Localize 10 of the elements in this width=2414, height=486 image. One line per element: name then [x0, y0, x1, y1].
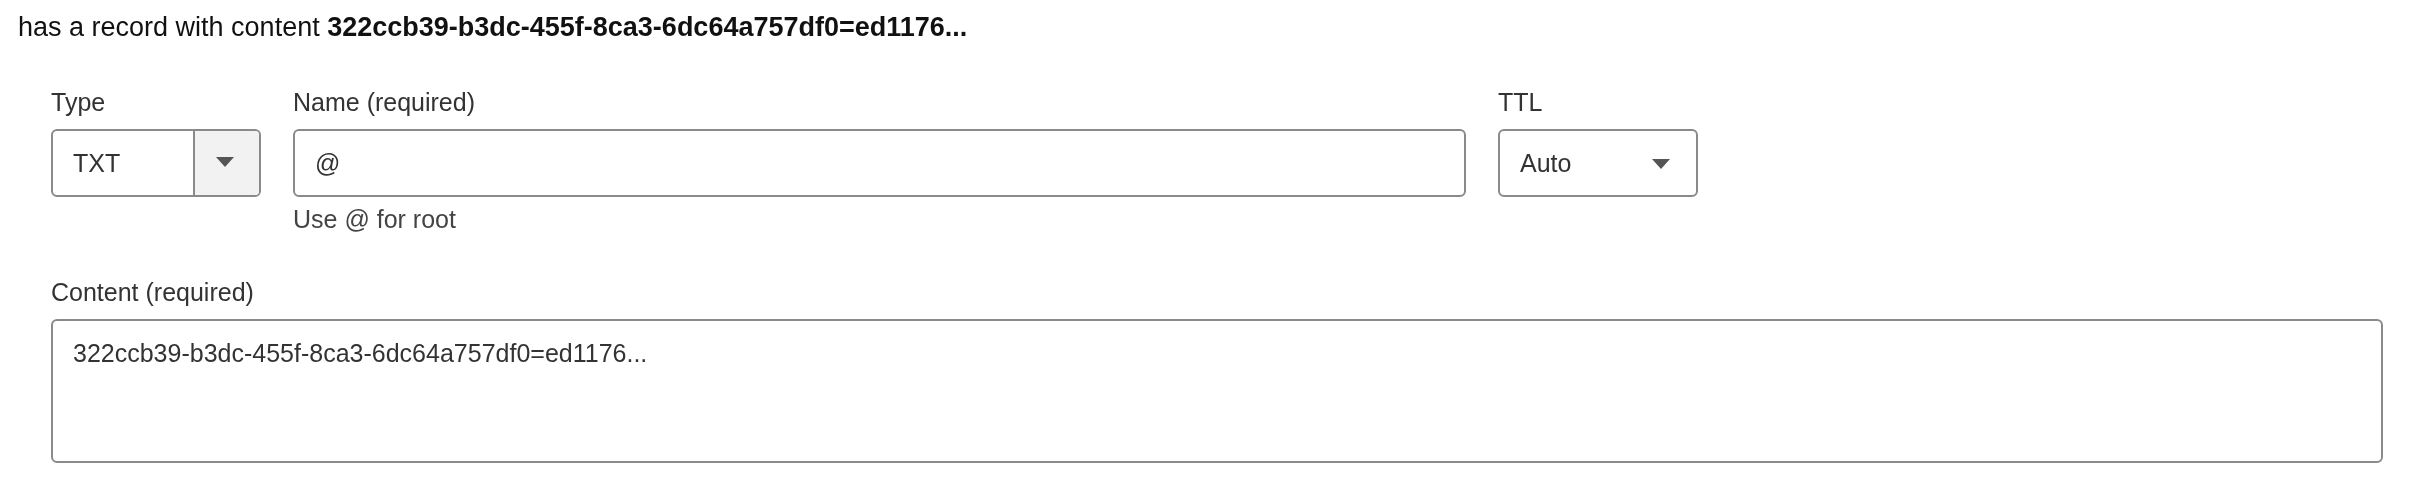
helper-text: Use @ for root — [293, 205, 456, 234]
name-input-field: @ — [293, 129, 1466, 197]
field-label: TTL — [1498, 88, 1543, 117]
ttl-select: Auto — [1498, 129, 1698, 197]
type-select: TXT — [51, 129, 261, 197]
field-label: Name (required) — [293, 88, 475, 117]
record-heading: has a record with content 322ccb39-b3dc-455f-8ca3-6dc64a757df0=ed1176... — [18, 12, 968, 43]
field-label: Type — [51, 88, 106, 117]
field-label: Content (required) — [51, 278, 254, 307]
content-text-area: 322ccb39-b3dc-455f-8ca3-6dc64a757df0=ed1176... — [51, 319, 2383, 463]
